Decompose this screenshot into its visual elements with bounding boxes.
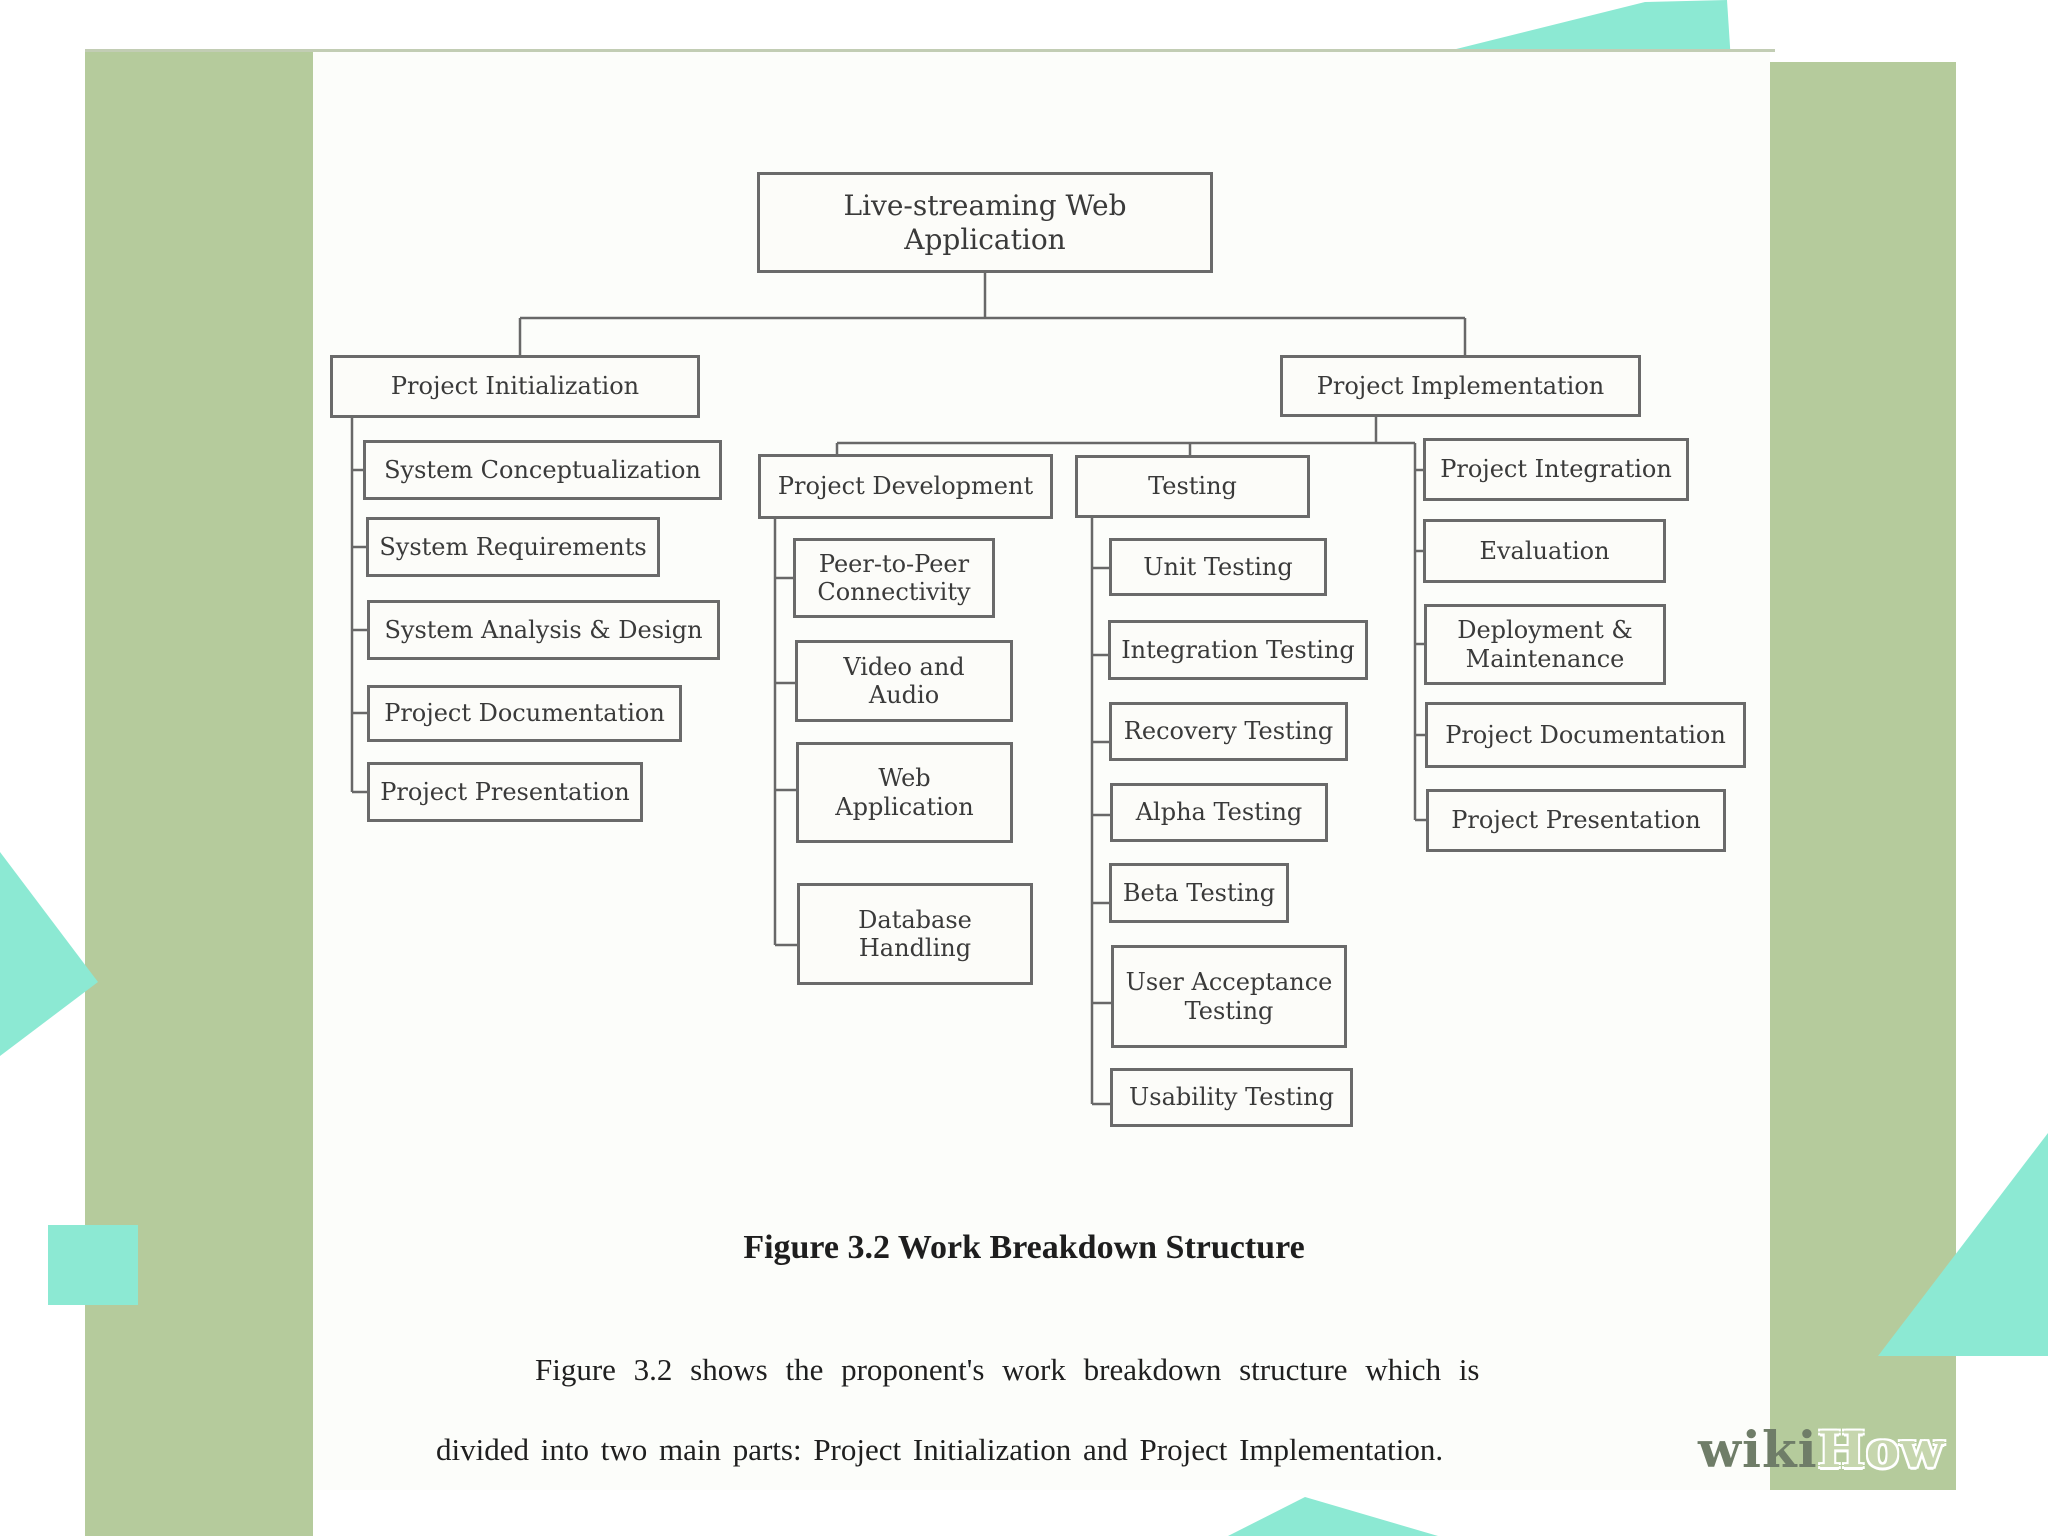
wbs-box-integration-testing: Integration Testing [1108, 620, 1368, 680]
teal-triangle-left [0, 852, 98, 1056]
wbs-box-web-application: Web Application [796, 742, 1013, 843]
wbs-box-root: Live-streaming Web Application [757, 172, 1213, 273]
wbs-box-system-analysis-design: System Analysis & Design [367, 600, 720, 660]
wbs-box-deployment-maintenance: Deployment & Maintenance [1424, 604, 1666, 685]
connector-dev-trunk [773, 519, 798, 947]
wbs-box-beta-testing: Beta Testing [1109, 863, 1289, 923]
right-green-band [1770, 62, 1956, 1490]
document-top-edge [85, 49, 1775, 52]
wbs-box-alpha-testing: Alpha Testing [1110, 783, 1328, 842]
figure-caption: Figure 3.2 Work Breakdown Structure [743, 1229, 1305, 1266]
wbs-box-usability-testing: Usability Testing [1110, 1068, 1353, 1127]
wbs-box-recovery-testing: Recovery Testing [1109, 702, 1348, 761]
body-text-line-2: divided into two main parts: Project Ini… [436, 1432, 1444, 1467]
wbs-box-video-and-audio: Video and Audio [795, 640, 1013, 722]
wbs-box-project-presentation-left: Project Presentation [367, 762, 643, 822]
teal-wedge-bottom [1228, 1497, 1438, 1536]
wbs-box-database-handling: Database Handling [797, 883, 1033, 985]
wbs-box-system-requirements: System Requirements [366, 517, 660, 577]
wikihow-watermark: wikiHow [1698, 1420, 1944, 1479]
watermark-how-text: How [1817, 1420, 1945, 1479]
teal-triangle-top-right [1404, 0, 1731, 62]
wbs-box-evaluation: Evaluation [1423, 519, 1666, 583]
wbs-box-project-implementation: Project Implementation [1280, 355, 1641, 417]
wbs-box-system-conceptualization: System Conceptualization [363, 440, 722, 500]
wbs-box-project-initialization: Project Initialization [330, 355, 700, 418]
teal-square-bottom-left [48, 1225, 138, 1305]
wbs-box-project-presentation-right: Project Presentation [1426, 789, 1726, 852]
connector-init-trunk [350, 418, 368, 794]
connector-testing-trunk [1090, 518, 1112, 1106]
wbs-box-project-documentation-right: Project Documentation [1425, 702, 1746, 768]
wbs-box-testing: Testing [1075, 455, 1310, 518]
connector-impl-trunk [835, 417, 1427, 822]
wbs-box-project-documentation-left: Project Documentation [367, 685, 682, 742]
wbs-box-user-acceptance-testing: User Acceptance Testing [1111, 945, 1347, 1048]
teal-triangle-bottom-right [1878, 1133, 2048, 1356]
connector-root [518, 273, 1467, 356]
watermark-wiki-text: wiki [1698, 1420, 1818, 1479]
body-text-line-1: Figure 3.2 shows the proponent's work br… [535, 1352, 1480, 1387]
wbs-box-peer-to-peer-connectivity: Peer-to-Peer Connectivity [793, 538, 995, 618]
wbs-box-project-development: Project Development [758, 454, 1053, 519]
wbs-box-unit-testing: Unit Testing [1109, 538, 1327, 596]
wbs-box-project-integration: Project Integration [1423, 438, 1689, 501]
